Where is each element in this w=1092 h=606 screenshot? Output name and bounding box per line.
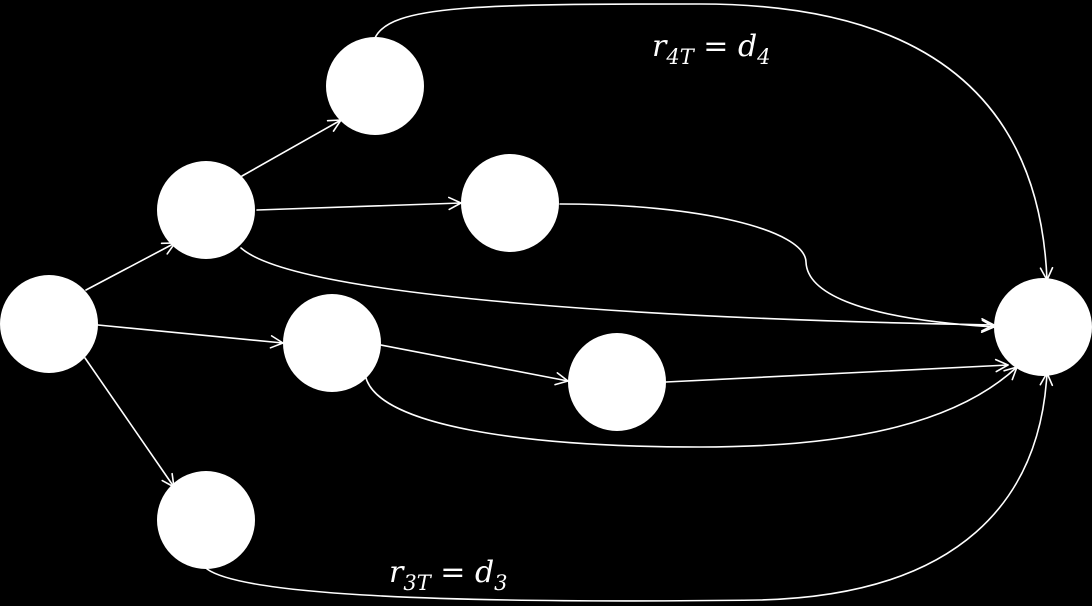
edge-2-to-sink	[365, 366, 1018, 448]
edge-4-to-sink	[374, 3, 1054, 281]
edge-2-to-6	[380, 344, 569, 386]
node-6	[568, 333, 666, 431]
node-4	[326, 37, 424, 135]
edge-3-to-sink	[206, 372, 1054, 602]
label-r3T-equals-d3: r3T = d3	[389, 555, 508, 595]
source-node	[0, 275, 98, 373]
edge-1-to-sink	[240, 247, 995, 332]
node-3	[157, 471, 255, 569]
edge-source-to-3	[84, 357, 175, 488]
node-2	[283, 294, 381, 392]
node-5	[461, 154, 559, 252]
edge-source-to-2	[97, 324, 284, 349]
edge-1-to-5	[256, 196, 462, 211]
edge-1-to-4	[241, 119, 342, 177]
node-1	[157, 161, 255, 259]
label-r4T-equals-d4: r4T = d4	[652, 29, 771, 69]
edge-source-to-1	[85, 242, 176, 291]
edge-5-to-sink	[559, 203, 995, 334]
edge-6-to-sink	[665, 358, 1009, 383]
sink-node	[994, 278, 1092, 376]
